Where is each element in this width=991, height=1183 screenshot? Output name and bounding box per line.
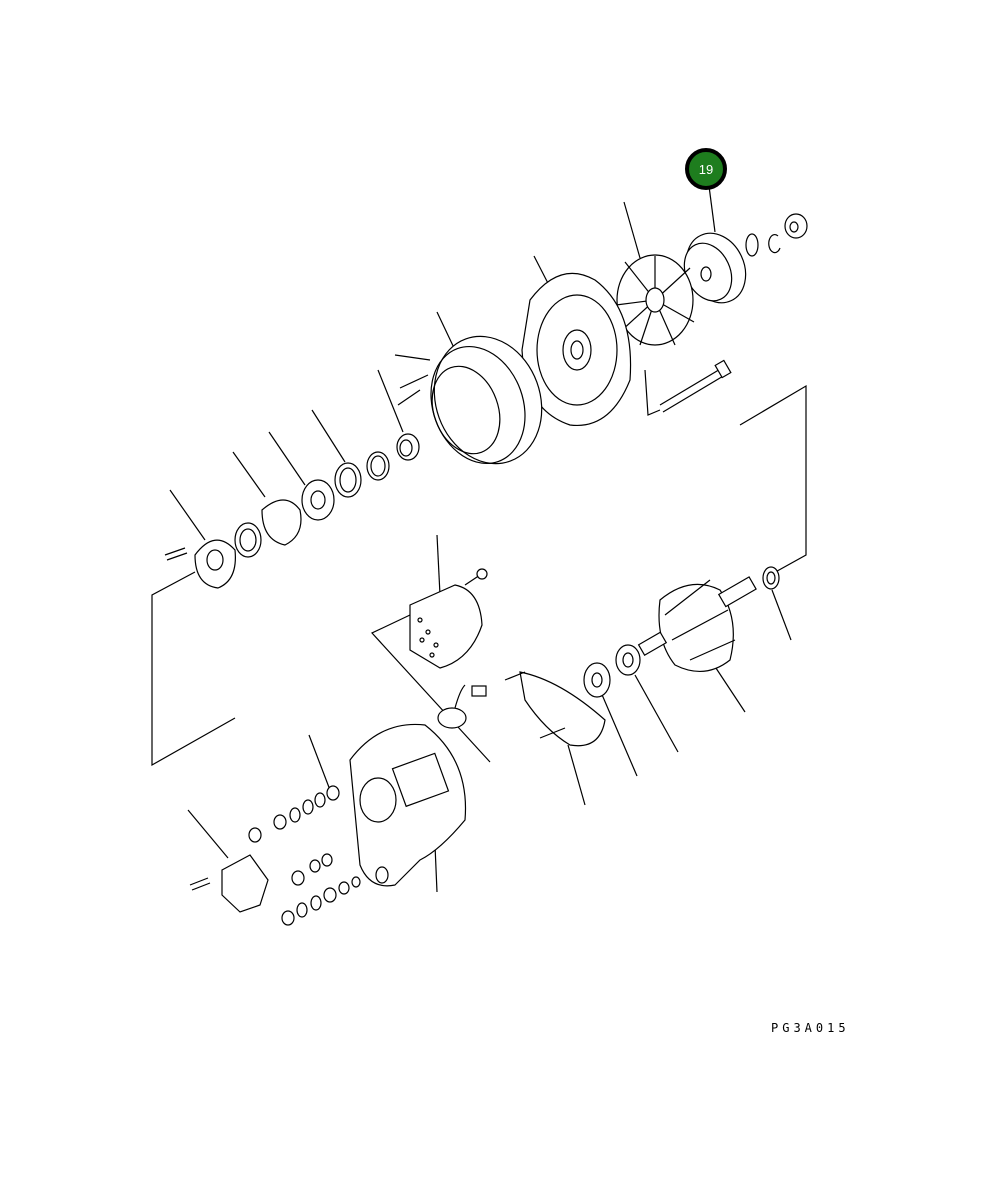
terminal-nuts-and-washers (248, 785, 361, 926)
diode-terminal-block (189, 854, 269, 913)
drawing-code: PG3A015 (771, 1021, 850, 1035)
pulley (683, 232, 747, 304)
rear-bearing-parts (583, 644, 641, 698)
fan (615, 254, 695, 346)
condenser (437, 684, 487, 729)
front-small-parts (164, 433, 420, 589)
brush-holder (504, 671, 606, 747)
rotor (637, 566, 780, 672)
through-bolt (659, 359, 732, 413)
rear-housing (349, 723, 467, 887)
callout-badge-19[interactable]: 19 (685, 148, 727, 190)
washers-and-nut (745, 213, 808, 257)
stator (394, 335, 543, 465)
regulator (409, 568, 488, 669)
leader-lines (151, 185, 807, 893)
